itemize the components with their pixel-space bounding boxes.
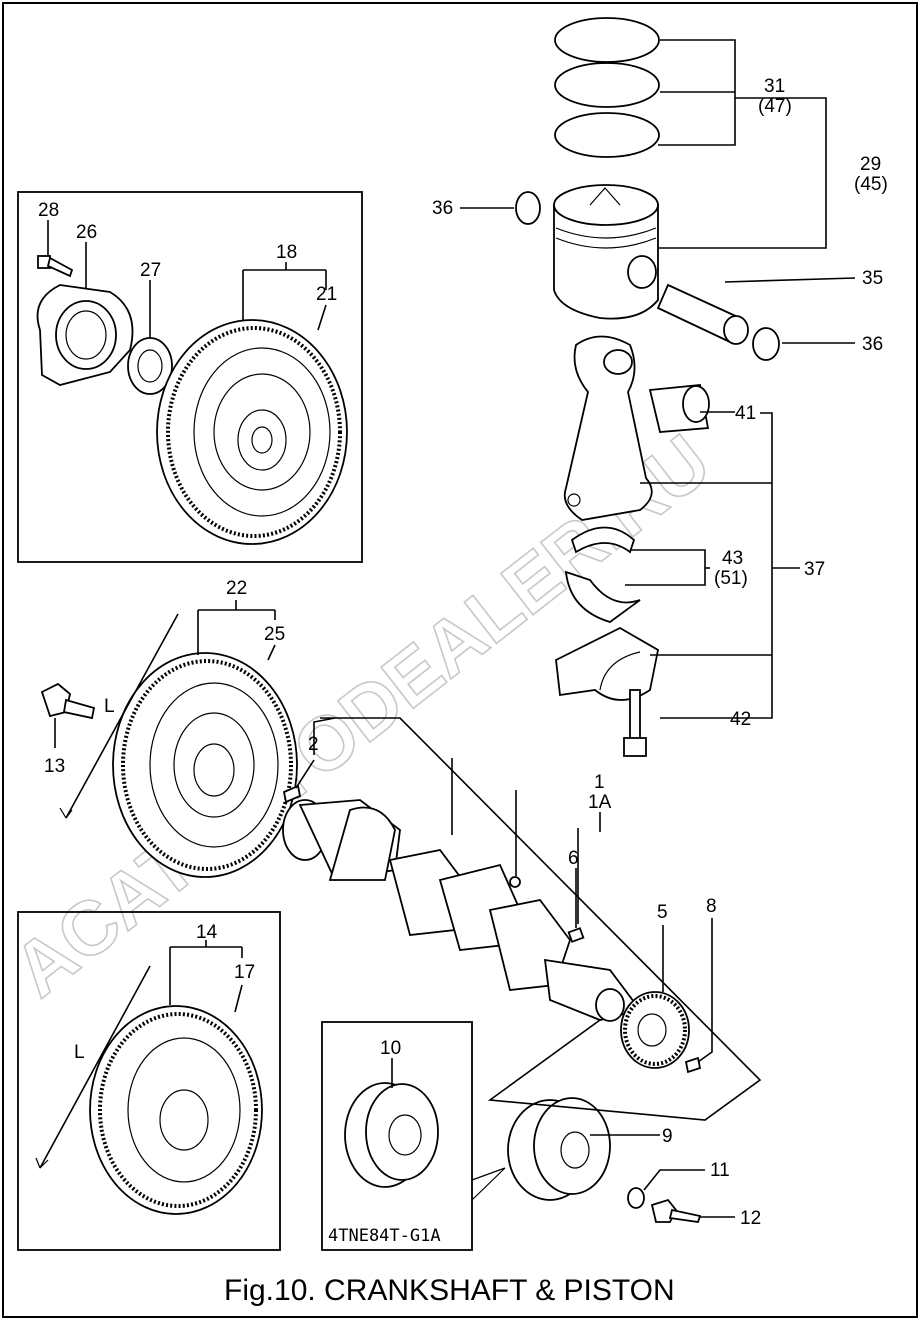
flywheel-18 (156, 319, 348, 545)
flywheel-22 (112, 652, 298, 878)
callout-9: 9 (662, 1126, 673, 1147)
snap-ring-lower (752, 327, 780, 361)
variant-box-label: 4TNE84T-G1A (328, 1226, 441, 1246)
pin-8 (684, 1056, 702, 1074)
callout-31-alt: (47) (758, 96, 792, 117)
bearing-shells (564, 526, 641, 623)
callout-28: 28 (38, 200, 59, 221)
small-end-bushing (648, 384, 710, 433)
callout-22: 22 (226, 578, 247, 599)
dimension-l-upper: L (104, 696, 115, 717)
callout-42: 42 (730, 709, 751, 730)
callout-14: 14 (196, 922, 218, 943)
callout-29: 29 (860, 154, 881, 175)
bolt-12 (650, 1198, 702, 1223)
callout-labels: 31 (47) 29 (45) 36 35 36 41 43 (51) 37 4… (38, 76, 888, 1229)
callout-13: 13 (44, 756, 65, 777)
callout-27: 27 (140, 260, 161, 281)
piston-rings (554, 17, 660, 158)
callout-29-alt: (45) (854, 174, 888, 195)
callout-43: 43 (722, 548, 743, 569)
housing-26 (36, 284, 134, 386)
rod-cap (555, 626, 660, 701)
callout-37: 37 (804, 559, 825, 580)
plug-ball (509, 876, 521, 888)
callout-8: 8 (706, 896, 717, 917)
callout-36-right: 36 (862, 334, 883, 355)
callout-5: 5 (657, 902, 668, 923)
bolt-13 (40, 682, 96, 720)
dowel-pin-2 (282, 784, 302, 804)
callout-1a: 1A (588, 792, 612, 813)
variant-pointer (471, 1167, 506, 1201)
crank-gear-5 (620, 991, 690, 1069)
crankshaft (282, 799, 642, 1022)
snap-ring-upper (515, 191, 541, 225)
callout-43-alt: (51) (714, 568, 748, 589)
callout-21: 21 (316, 284, 337, 305)
callout-1: 1 (594, 772, 605, 793)
figure-caption: Fig.10. CRANKSHAFT & PISTON (224, 1274, 675, 1307)
flywheel-detail-box (17, 191, 363, 563)
piston (553, 184, 659, 320)
piston-pin (656, 283, 749, 345)
callout-12: 12 (740, 1208, 761, 1229)
key-6 (567, 927, 585, 943)
pulley-10 (344, 1082, 439, 1188)
callout-18: 18 (276, 242, 297, 263)
callout-26: 26 (76, 222, 97, 243)
callout-10: 10 (380, 1038, 401, 1059)
leader-lines (35, 39, 856, 1218)
callout-31: 31 (764, 76, 785, 97)
callout-6: 6 (568, 848, 579, 869)
flywheel-alt-box (17, 911, 281, 1251)
callout-2: 2 (308, 734, 319, 755)
bearing-27 (127, 337, 173, 395)
pulley-9 (507, 1097, 611, 1201)
connecting-rod (563, 335, 653, 521)
callout-25: 25 (264, 624, 285, 645)
callout-11: 11 (710, 1160, 730, 1181)
callout-36-upper: 36 (432, 198, 453, 219)
flywheel-14 (89, 1005, 263, 1215)
callout-17: 17 (234, 962, 255, 983)
callout-35: 35 (862, 268, 883, 289)
callout-41: 41 (735, 403, 756, 424)
rod-bolt (623, 689, 647, 757)
variant-pulley-box (321, 1021, 473, 1251)
dimension-l-lower: L (74, 1042, 85, 1063)
bolt-28 (37, 255, 74, 278)
washer-11 (627, 1187, 645, 1209)
